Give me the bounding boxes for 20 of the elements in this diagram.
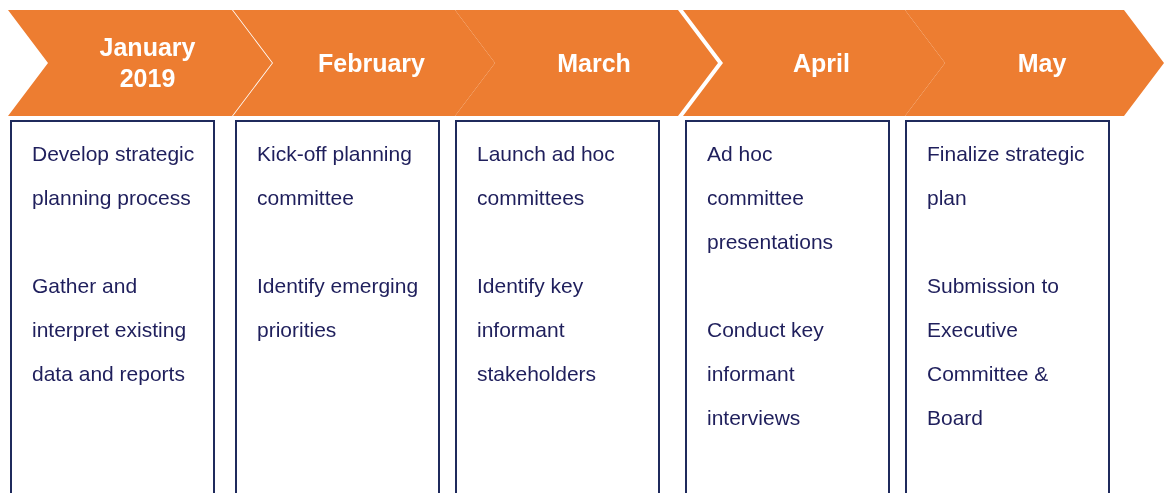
month-label: April (792, 47, 851, 79)
task-box (10, 120, 215, 493)
month-label: March (556, 47, 632, 79)
task-text: Develop strategic planning process (32, 141, 196, 211)
month-label: February (317, 47, 426, 79)
task-text: Identify key informant stakeholders (477, 273, 598, 387)
month-label: January 2019 (98, 32, 197, 94)
task-text: Gather and interpret existing data and reports (32, 273, 188, 387)
task-text: Ad hoc committee presentations (707, 141, 835, 255)
task-text: Conduct key informant interviews (707, 317, 825, 431)
task-text: Finalize strategic plan (927, 141, 1086, 211)
task-box (455, 120, 660, 493)
task-text: Identify emerging priorities (257, 273, 420, 343)
task-box (235, 120, 440, 493)
month-label: May (1016, 47, 1068, 79)
task-text: Launch ad hoc committees (477, 141, 616, 211)
task-box (905, 120, 1110, 493)
task-box (685, 120, 890, 493)
task-text: Submission to Executive Committee & Board (927, 273, 1060, 431)
task-text: Kick-off planning committee (257, 141, 413, 211)
